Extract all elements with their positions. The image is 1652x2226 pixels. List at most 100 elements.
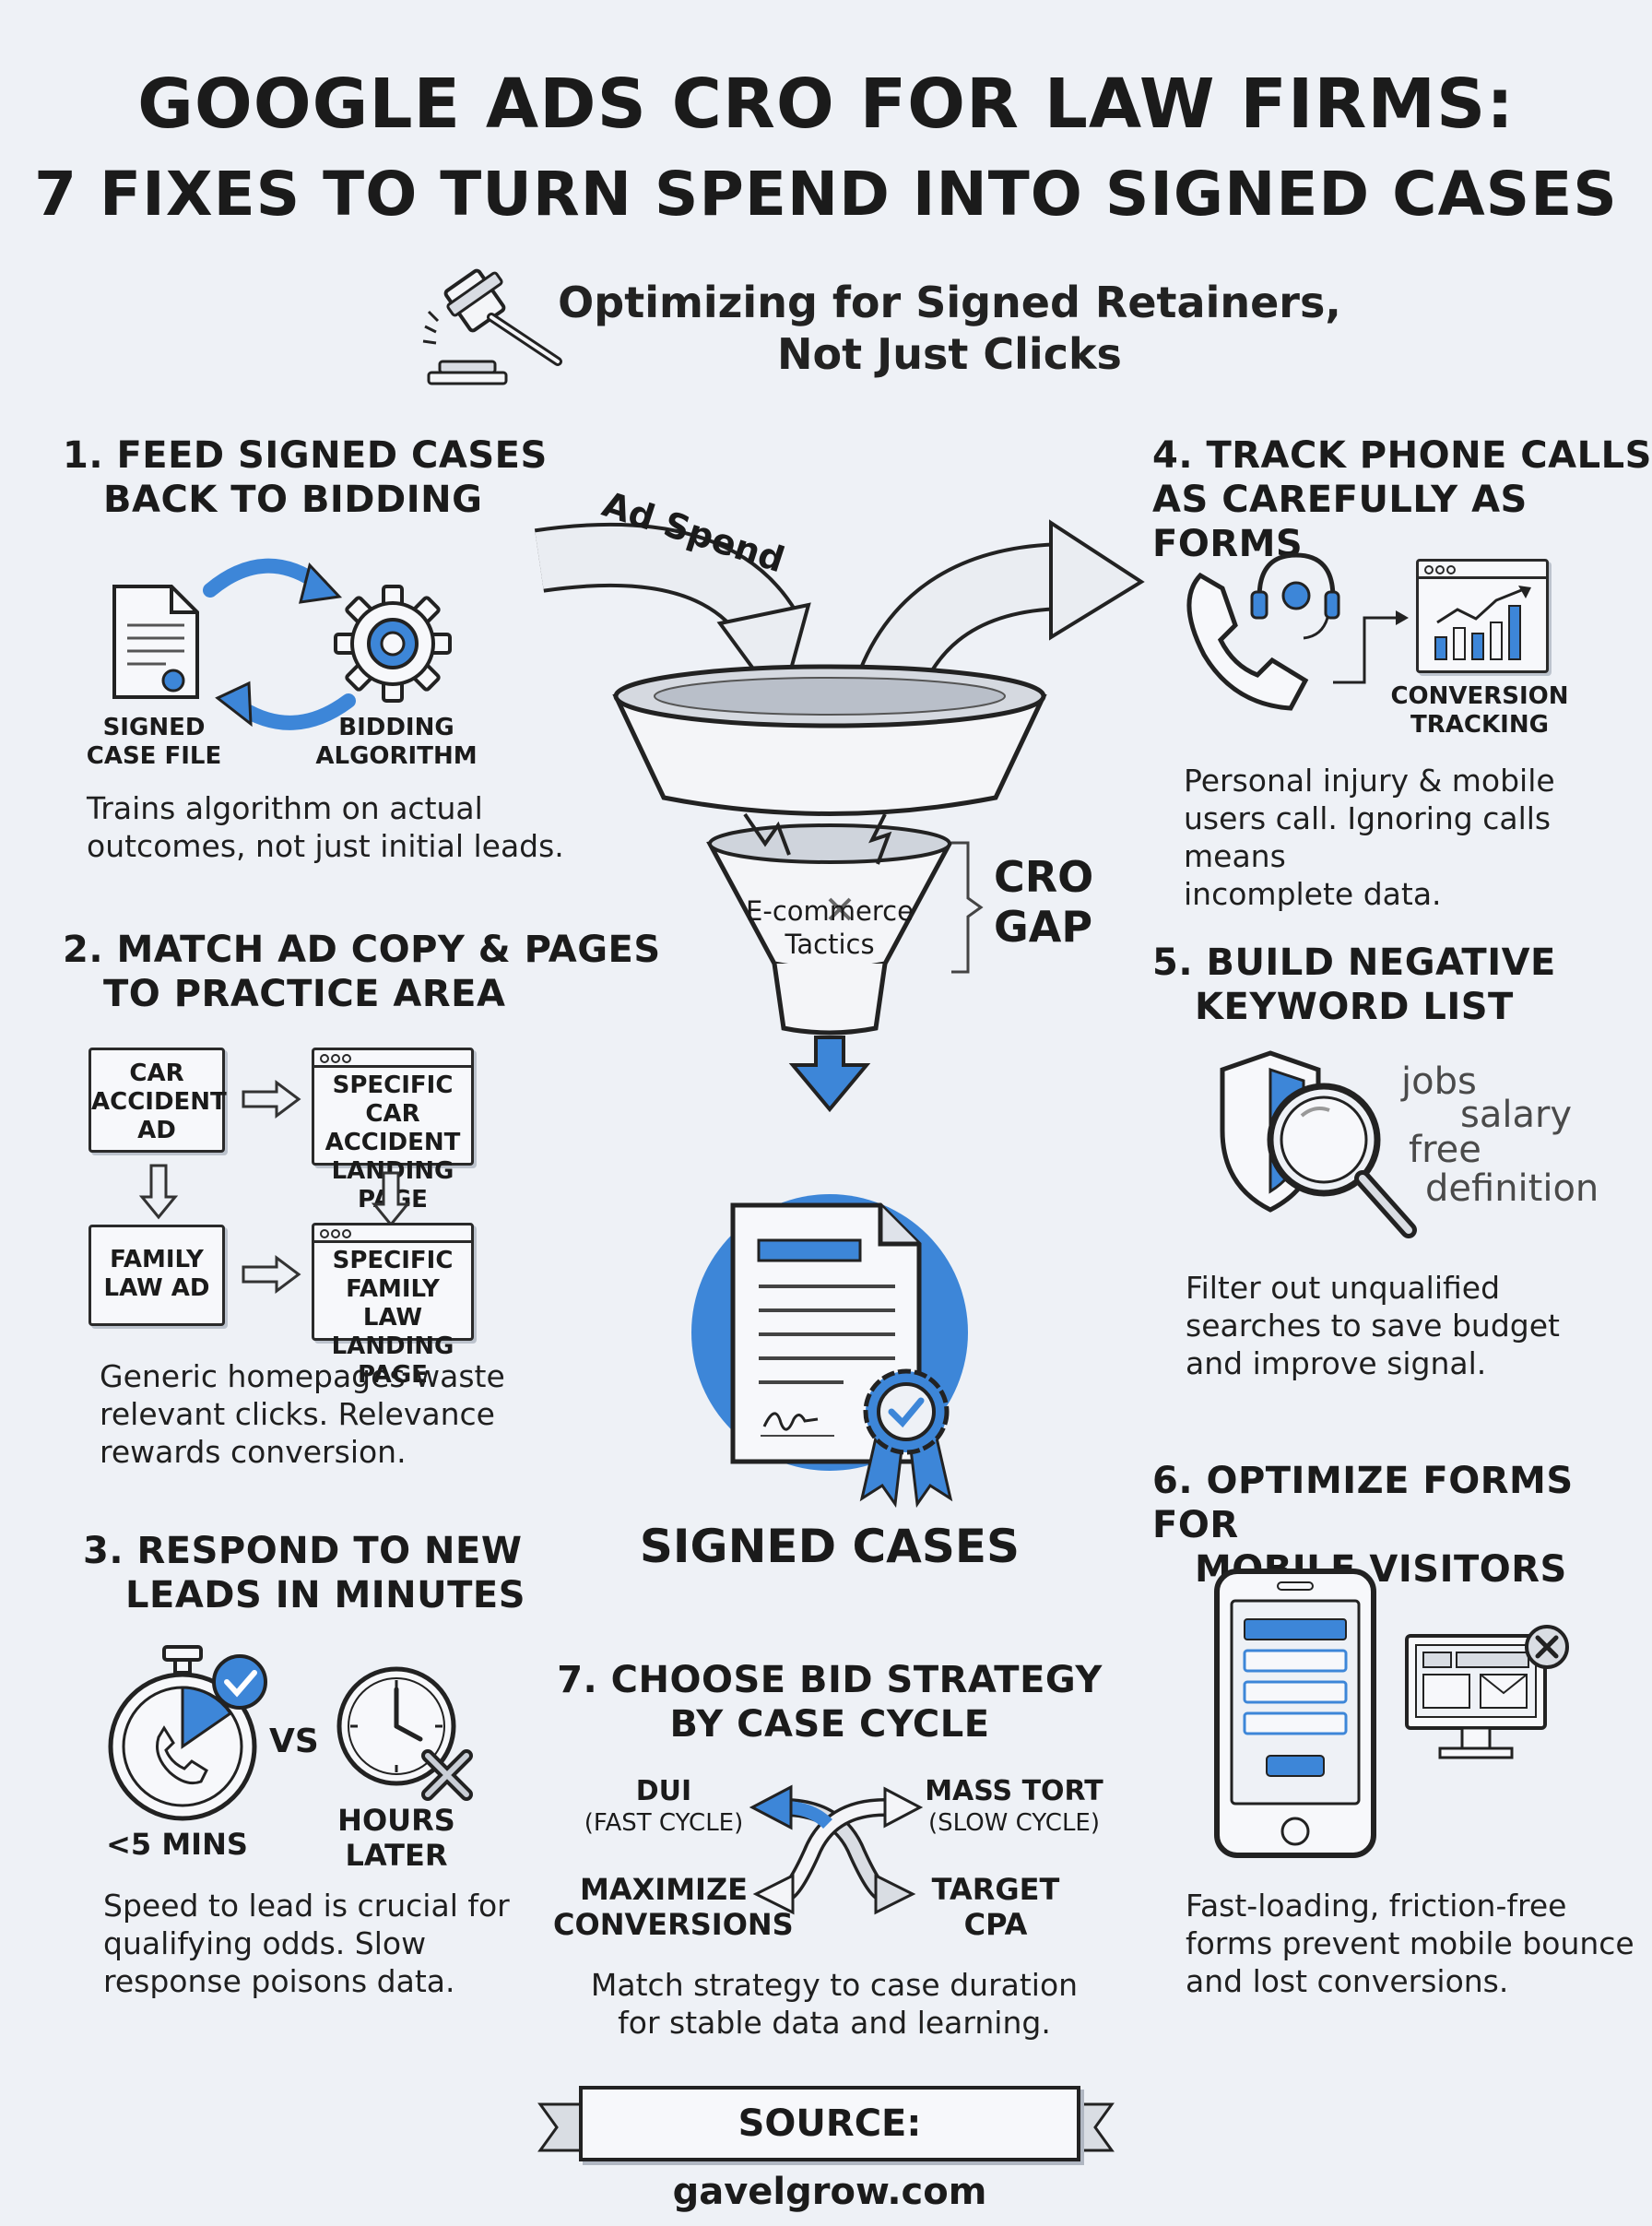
section-1-title-line1: 1. FEED SIGNED CASES	[63, 434, 548, 477]
section-1-title: 1. FEED SIGNED CASES BACK TO BIDDING	[63, 433, 548, 522]
section-2-title-line1: 2. MATCH AD COPY & PAGES	[63, 929, 661, 971]
section-1-desc-line1: Trains algorithm on actual	[87, 790, 483, 826]
gap-brace-icon	[951, 841, 984, 974]
subtitle-line1: Optimizing for Signed Retainers,	[558, 278, 1341, 327]
target-cpa-label-line1: TARGET	[931, 1872, 1060, 1907]
gavel-icon	[422, 268, 562, 385]
section-2-description: Generic homepages waste relevant clicks.…	[100, 1357, 505, 1471]
bidding-algorithm-label: BIDDING ALGORITHM	[313, 714, 479, 771]
subtitle-line2: Not Just Clicks	[777, 329, 1122, 379]
section-5-description: Filter out unqualified searches to save …	[1186, 1269, 1560, 1382]
section-6-desc-line2: forms prevent mobile bounce	[1186, 1925, 1634, 1961]
shield-magnifier-icon	[1220, 1050, 1417, 1238]
section-4-desc-line1: Personal injury & mobile	[1184, 763, 1555, 799]
section-2-desc-line3: rewards conversion.	[100, 1434, 407, 1470]
subtitle: Optimizing for Signed Retainers, Not Jus…	[516, 277, 1383, 380]
dui-label: DUI (FAST CYCLE)	[553, 1776, 774, 1839]
mobile-phone-icon	[1214, 1569, 1376, 1858]
section-7-description: Match strategy to case duration for stab…	[553, 1966, 1115, 2042]
section-4-desc-line3: incomplete data.	[1184, 876, 1442, 912]
section-6-desc-line3: and lost conversions.	[1186, 1963, 1509, 1999]
bidding-algorithm-label-line1: BIDDING	[338, 714, 454, 741]
mass-tort-label-line1: MASS TORT	[925, 1775, 1103, 1807]
slow-response-label: HOURS LATER	[332, 1803, 461, 1873]
crossing-arrows-icon	[749, 1784, 924, 1915]
signed-case-file-label-line2: CASE FILE	[86, 742, 222, 770]
family-law-page-line3: LANDING PAGE	[331, 1332, 454, 1389]
section-5-title: 5. BUILD NEGATIVE KEYWORD LIST	[1152, 941, 1556, 1029]
page-title: GOOGLE ADS CRO FOR LAW FIRMS:	[137, 65, 1515, 144]
clock-icon	[336, 1666, 473, 1801]
conversion-tracking-label-line1: CONVERSION	[1390, 682, 1569, 710]
source-banner[interactable]: SOURCE: gavelgrow.com	[579, 2086, 1080, 2213]
car-accident-ad-line1: CAR	[129, 1060, 184, 1087]
funnel-icon	[612, 664, 1047, 1113]
family-law-ad-line2: LAW AD	[103, 1274, 210, 1302]
negative-keyword: free	[1409, 1129, 1481, 1171]
signed-contract-icon	[691, 1194, 968, 1509]
section-4-title-line1: 4. TRACK PHONE CALLS	[1152, 434, 1652, 477]
car-accident-ad-box: CAR ACCIDENT AD	[88, 1048, 227, 1153]
family-law-ad-line1: FAMILY	[110, 1246, 204, 1273]
section-2-title: 2. MATCH AD COPY & PAGES TO PRACTICE ARE…	[63, 928, 661, 1016]
section-7-title-line2: BY CASE CYCLE	[669, 1703, 990, 1746]
family-law-ad-box: FAMILY LAW AD	[88, 1225, 225, 1326]
negative-keyword: jobs	[1401, 1060, 1477, 1103]
section-2-desc-line2: relevant clicks. Relevance	[100, 1396, 495, 1432]
target-cpa-label: TARGET CPA	[903, 1872, 1088, 1942]
section-3-desc-line2: qualifying odds. Slow	[103, 1925, 427, 1961]
cycle-arrows-icon	[203, 558, 356, 730]
slow-response-label-line2: LATER	[345, 1838, 448, 1873]
car-accident-landing-page: SPECIFIC CAR ACCIDENT LANDING PAGE	[312, 1048, 474, 1214]
phone-headset-icon	[1186, 552, 1340, 711]
conversion-tracking-label: CONVERSION TRACKING	[1383, 682, 1576, 740]
car-accident-ad-line3: AD	[137, 1117, 176, 1144]
family-law-page-line2: FAMILY LAW	[346, 1275, 440, 1332]
section-3-title-line2: LEADS IN MINUTES	[125, 1574, 526, 1616]
ecommerce-label-line1: E-commerce	[746, 895, 914, 927]
conversion-tracking-label-line2: TRACKING	[1410, 711, 1549, 739]
arrow-right-icon	[242, 1080, 301, 1119]
mass-tort-label: MASS TORT (SLOW CYCLE)	[903, 1776, 1125, 1839]
stopwatch-phone-icon	[108, 1645, 267, 1821]
section-4-title-line2: AS CAREFULLY AS FORMS	[1152, 479, 1528, 565]
signed-cases-label: SIGNED CASES	[639, 1520, 1021, 1573]
target-cpa-label-line2: CPA	[963, 1907, 1028, 1942]
section-1-desc-line2: outcomes, not just initial leads.	[87, 828, 564, 864]
section-5-title-line2: KEYWORD LIST	[1195, 986, 1514, 1028]
ecommerce-label-line2: Tactics	[785, 929, 875, 960]
negative-keyword: salary	[1460, 1094, 1573, 1136]
section-4-title: 4. TRACK PHONE CALLS AS CAREFULLY AS FOR…	[1152, 433, 1652, 566]
ecommerce-tactics-label: E-commerce Tactics	[728, 894, 931, 961]
section-4-description: Personal injury & mobile users call. Ign…	[1184, 762, 1652, 913]
section-7-title: 7. CHOOSE BID STRATEGY BY CASE CYCLE	[553, 1658, 1106, 1746]
family-law-landing-page: SPECIFIC FAMILY LAW LANDING PAGE	[312, 1223, 474, 1389]
section-7-desc-line2: for stable data and learning.	[618, 2005, 1051, 2041]
slow-response-label-line1: HOURS	[337, 1803, 455, 1838]
section-5-desc-line1: Filter out unqualified	[1186, 1270, 1501, 1306]
conversion-chart-window	[1416, 559, 1549, 673]
connector-arrow-icon	[1333, 610, 1409, 684]
maximize-label-line2: CONVERSIONS	[553, 1907, 794, 1942]
negative-keyword: definition	[1425, 1167, 1599, 1210]
section-3-title-line1: 3. RESPOND TO NEW	[83, 1530, 523, 1572]
mass-tort-label-line2: (SLOW CYCLE)	[927, 1809, 1100, 1837]
bidding-algorithm-label-line2: ALGORITHM	[315, 742, 478, 770]
maximize-label-line1: MAXIMIZE	[580, 1872, 748, 1907]
dui-label-line2: (FAST CYCLE)	[584, 1809, 744, 1837]
car-accident-ad-line2: ACCIDENT	[91, 1088, 227, 1116]
section-3-title: 3. RESPOND TO NEW LEADS IN MINUTES	[83, 1529, 525, 1617]
section-7-title-line1: 7. CHOOSE BID STRATEGY	[557, 1659, 1103, 1701]
cro-gap-line2: GAP	[994, 902, 1093, 952]
section-1-title-line2: BACK TO BIDDING	[103, 479, 483, 521]
car-accident-page-line1: SPECIFIC	[332, 1072, 454, 1099]
section-5-title-line1: 5. BUILD NEGATIVE	[1152, 941, 1556, 984]
signed-case-file-label-line1: SIGNED	[102, 714, 206, 741]
section-4-desc-line2: users call. Ignoring calls means	[1184, 800, 1552, 874]
section-3-desc-line3: response poisons data.	[103, 1963, 455, 1999]
vs-label: VS	[269, 1723, 319, 1760]
maximize-conversions-label: MAXIMIZE CONVERSIONS	[553, 1872, 794, 1942]
dui-label-line1: DUI	[635, 1775, 692, 1807]
desktop-error-icon	[1405, 1625, 1569, 1759]
section-3-description: Speed to lead is crucial for qualifying …	[103, 1887, 510, 2000]
